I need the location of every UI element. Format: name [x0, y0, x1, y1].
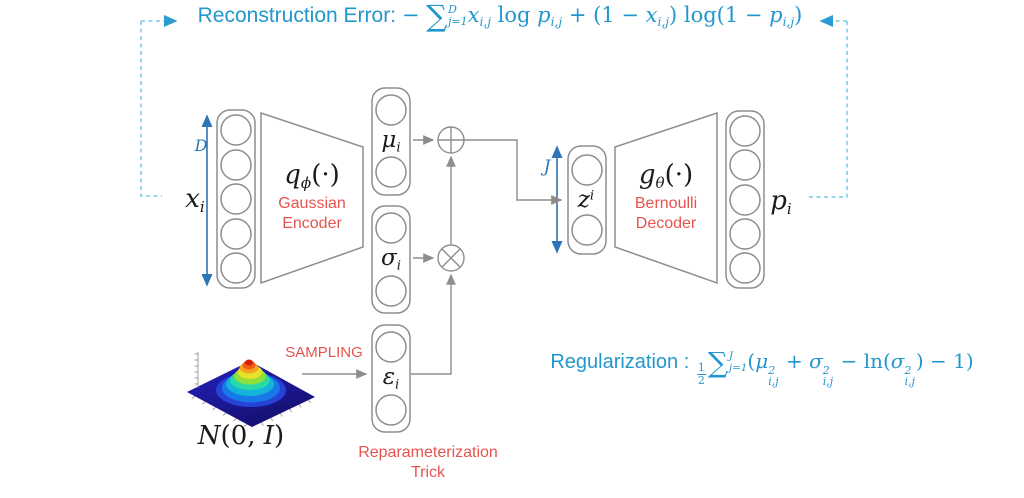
mu-label: μi [381, 127, 401, 156]
output-vector-label: pi [770, 186, 792, 218]
connector-epsilon-to-product [411, 273, 456, 375]
decoder-trapezoid [614, 111, 718, 285]
output-layer [725, 110, 765, 289]
reparameterization-trick-label: Reparameterization Trick [358, 443, 498, 482]
encoder-trapezoid [260, 111, 364, 285]
reparameterization-line1: Reparameterization [358, 444, 498, 461]
dashed-feedback-left [140, 15, 178, 197]
encoder-name-line1: Gaussian [278, 195, 346, 212]
sampling-label: SAMPLING [285, 344, 363, 361]
surface-plot-z-axis [194, 352, 199, 388]
latent-vector-label: zi [577, 187, 595, 213]
normal-distribution-label: N(0, I) [197, 421, 285, 451]
encoder-name-label: Gaussian Encoder [278, 194, 346, 233]
decoder-name-line2: Decoder [635, 214, 697, 232]
encoder-name-line2: Encoder [282, 214, 342, 232]
sigma-layer [371, 205, 411, 314]
dashed-feedback-right [809, 15, 848, 198]
surface-plot-base-ticks [191, 395, 311, 427]
epsilon-label: εi [382, 364, 400, 393]
input-dimension-label: D [194, 136, 208, 155]
gaussian-surface-plot [187, 352, 315, 427]
sum-node [437, 126, 465, 154]
sigma-label: σi [381, 245, 401, 274]
decoder-name-label: Bernoulli Decoder [635, 194, 697, 233]
input-layer [216, 109, 256, 289]
input-vector-label: xi [185, 184, 205, 216]
reparameterization-line2: Trick [410, 463, 446, 481]
decoder-name-line1: Bernoulli [634, 195, 698, 212]
latent-dimension-label: J [543, 157, 551, 177]
encoder-function-label: qϕ(·) [284, 160, 340, 192]
decoder-function-label: gθ(·) [638, 160, 694, 192]
latent-layer [567, 145, 607, 255]
connectors [302, 135, 563, 379]
mu-layer [371, 87, 411, 196]
product-node [437, 244, 465, 272]
epsilon-layer [371, 324, 411, 433]
connector-sum-to-latent [464, 139, 563, 205]
